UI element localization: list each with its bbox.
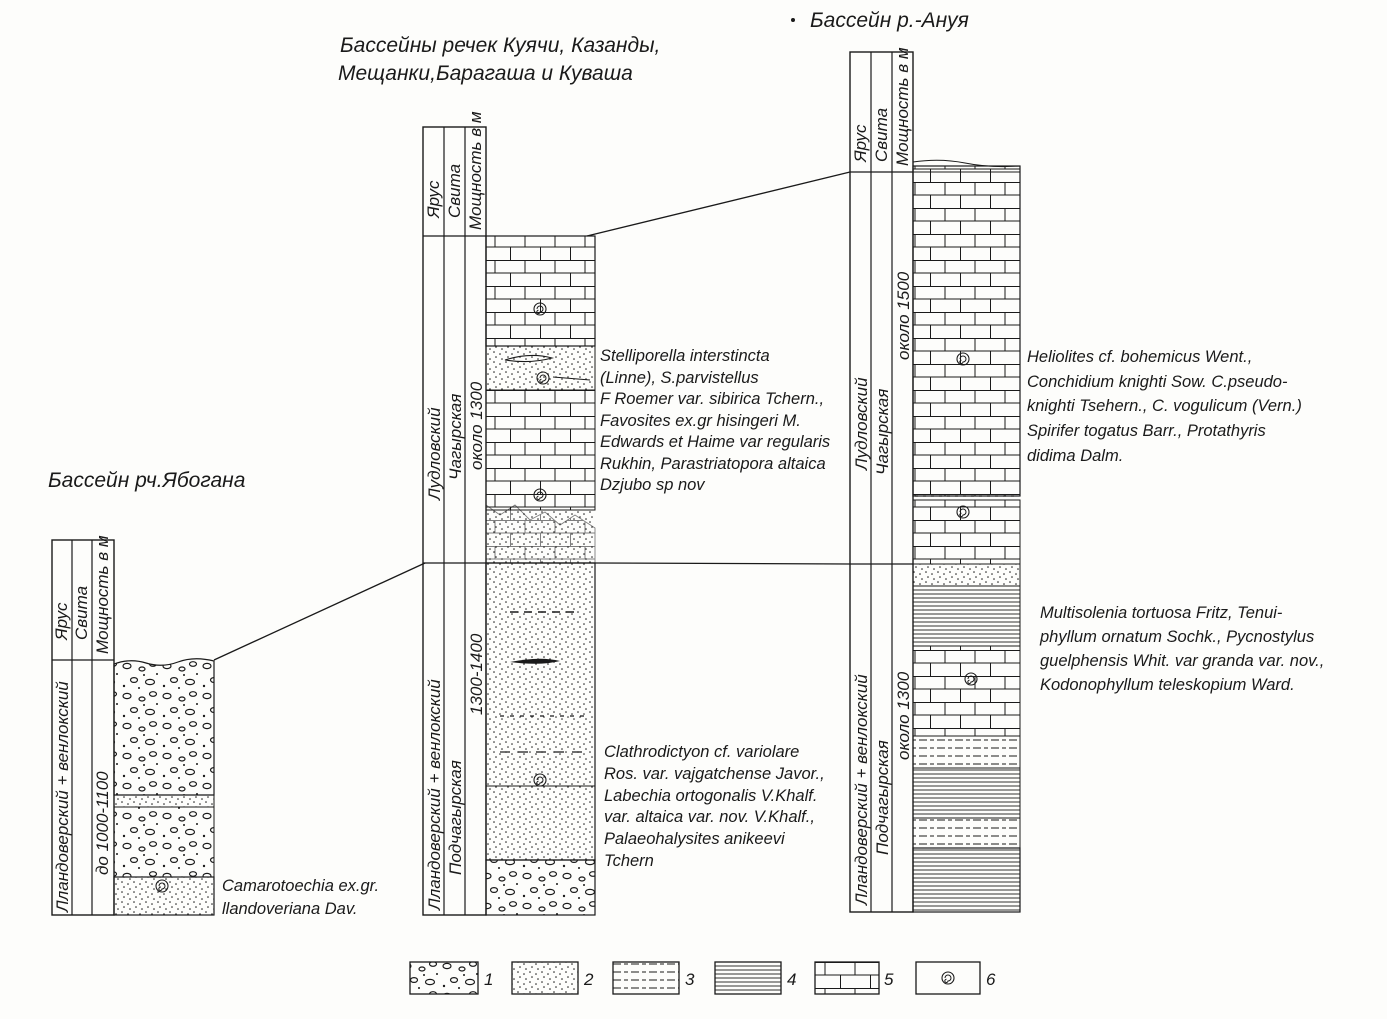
middle-upper-fossils-3: F Roemer var. sibirica Tchern., [600,390,824,408]
right-lower-fossils-1: Multisolenia tortuosa Fritz, Tenui- [1040,604,1283,622]
right-upper-stage: Лудловский [852,377,871,471]
middle-lower-fossils-3: Labechia ortogonalis V.Khalf. [604,787,817,805]
title-left-basin: Бассейн рч.Ябогана [48,469,245,492]
middle-upper-fossils-7: Dzjubo sp nov [600,476,706,494]
right-upper-fossils-1: Heliolites cf. bohemicus Went., [1027,348,1252,366]
right-upper-fossils-3: knighti Tsehern., C. vogulicum (Vern.) [1027,397,1302,415]
title-dot [791,18,795,22]
legend-swatch-fossils [915,961,981,995]
left-header-suite: Свита [72,586,91,640]
right-lower-fossils-4: Kodonophyllum teleskopium Ward. [1040,676,1295,694]
middle-upper-fossils-4: Favosites ex.gr hisingeri M. [600,412,801,430]
legend-label-2: 2 [583,970,594,989]
legend-swatch-siltstone [612,961,680,995]
title-middle-basin-line2: Мещанки,Барагаша и Куваша [338,62,633,85]
left-stage-value: Лландоверский + венлокский [53,681,72,913]
legend-swatch-conglomerate [409,961,479,995]
right-upper-fossils-4: Spirifer togatus Barr., Protathyris [1027,422,1266,440]
middle-lower-fossils-5: Palaeohalysites anikeevi [604,830,786,848]
middle-lower-stage: Лландоверский + венлокский [425,679,444,911]
middle-lower-fossils-1: Clathrodictyon cf. variolare [604,743,799,761]
middle-upper-suite: Чагырская [446,394,465,480]
middle-upper-fossils-1: Stelliporella interstincta [600,347,770,365]
middle-header-suite: Свита [445,164,464,218]
right-lower-stage: Лландоверский + венлокский [852,674,871,906]
middle-upper-fossils-6: Rukhin, Parastriatopora altaica [600,455,826,473]
right-lower-suite: Подчагырская [873,740,892,855]
legend-label-1: 1 [484,970,493,989]
right-lower-thickness: около 1300 [894,671,913,760]
correlation-line-left [213,562,426,661]
middle-lower-fossils-4: var. altaica var. nov. V.Khalf., [604,808,815,826]
right-upper-fossils-5: didima Dalm. [1027,447,1123,465]
correlation-line-middle [594,562,851,565]
left-fossils-line-2: llandoveriana Dav. [222,900,357,918]
title-right-basin: Бассейн р.-Ануя [810,9,969,32]
legend-swatch-shale [714,961,782,995]
legend-label-3: 3 [685,970,695,989]
middle-upper-fossils-2: (Linne), S.parvistellus [600,369,759,387]
legend-swatch-limestone [814,961,880,995]
right-lower-fossils-2: phyllum ornatum Sochk., Pycnostylus [1039,628,1314,646]
right-lower-fossils-3: guelphensis Whit. var granda var. nov., [1040,652,1324,670]
right-column: Ярус Свита Мощность в м Лудловский Чагыр… [849,47,1324,913]
spiral-fossil-icon [941,971,955,985]
middle-lower-suite: Подчагырская [446,760,465,875]
legend-label-4: 4 [787,970,796,989]
legend-swatch-sandstone [511,961,579,995]
right-upper-suite: Чагырская [873,389,892,475]
middle-header-stage: Ярус [424,180,443,219]
left-fossils-line-1: Camarotoechia ex.gr. [222,877,379,895]
right-upper-thickness: около 1500 [894,271,913,360]
middle-upper-fossils-5: Edwards et Haime var regularis [600,433,830,451]
middle-lower-fossils-2: Ros. var. vajgatchense Javor., [604,765,825,783]
middle-column: Ярус Свита Мощность в м Лудловский Чагыр… [422,111,830,916]
left-header-thickness: Мощность в м [93,535,112,654]
middle-lower-thickness: 1300-1400 [467,633,486,715]
middle-upper-stage: Лудловский [425,407,444,501]
legend-label-5: 5 [884,970,894,989]
middle-header-thickness: Мощность в м [466,111,485,230]
left-header-stage: Ярус [52,602,71,641]
left-column: Ярус Свита Мощность в м Лландоверский + … [51,535,379,918]
right-upper-fossils-2: Conchidium knighti Sow. C.pseudo- [1027,373,1288,391]
middle-lower-fossils-6: Tchern [604,852,654,870]
right-header-stage: Ярус [851,124,870,163]
right-header-suite: Свита [872,108,891,162]
legend-label-6: 6 [986,970,996,989]
middle-upper-thickness: около 1300 [467,381,486,470]
legend: 1 2 3 4 5 6 [409,961,996,995]
right-header-thickness: Мощность в м [893,47,912,166]
left-thickness-value: до 1000-1100 [93,771,112,875]
title-middle-basin-line1: Бассейны речек Куячи, Казанды, [340,34,660,57]
correlation-line-top [586,171,851,237]
